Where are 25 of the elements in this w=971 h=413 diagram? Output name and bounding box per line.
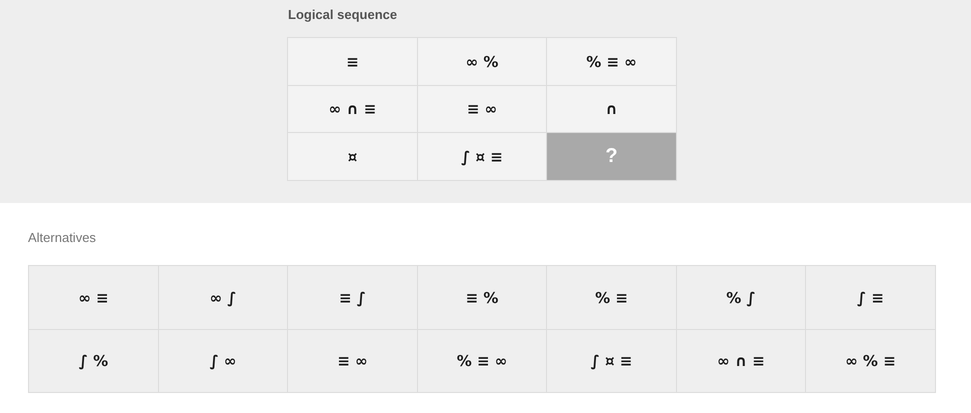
option-cell: ∫ %: [28, 329, 159, 393]
sequence-cell: ≡ ∞: [417, 85, 547, 133]
sequence-cell: % ≡ ∞: [546, 37, 677, 86]
option-cell: % ≡ ∞: [417, 329, 547, 393]
sequence-cell: ∞ ∩ ≡: [287, 85, 418, 133]
section-heading: Alternatives: [28, 230, 96, 246]
sequence-cell: ≡: [287, 37, 418, 86]
sequence-cell: ∩: [546, 85, 677, 133]
option-cell: ∞ ≡: [28, 265, 159, 330]
option-cell: ≡ ∞: [287, 329, 418, 393]
option-cell: ∞ ∩ ≡: [676, 329, 806, 393]
option-cell: ∞ ∫: [158, 265, 288, 330]
sequence-cell: ∞ %: [417, 37, 547, 86]
section-heading: Logical sequence: [288, 7, 398, 23]
option-cell: ∫ ¤ ≡: [546, 329, 677, 393]
option-cell: % ≡: [546, 265, 677, 330]
option-cell: ∫ ≡: [805, 265, 936, 330]
option-cell: ≡ ∫: [287, 265, 418, 330]
missing-answer-cell: ?: [546, 132, 677, 181]
option-cell: ≡ %: [417, 265, 547, 330]
option-cell: % ∫: [676, 265, 806, 330]
sequence-cell: ¤: [287, 132, 418, 181]
option-cell: ∫ ∞: [158, 329, 288, 393]
sequence-cell: ∫ ¤ ≡: [417, 132, 547, 181]
option-cell: ∞ % ≡: [805, 329, 936, 393]
